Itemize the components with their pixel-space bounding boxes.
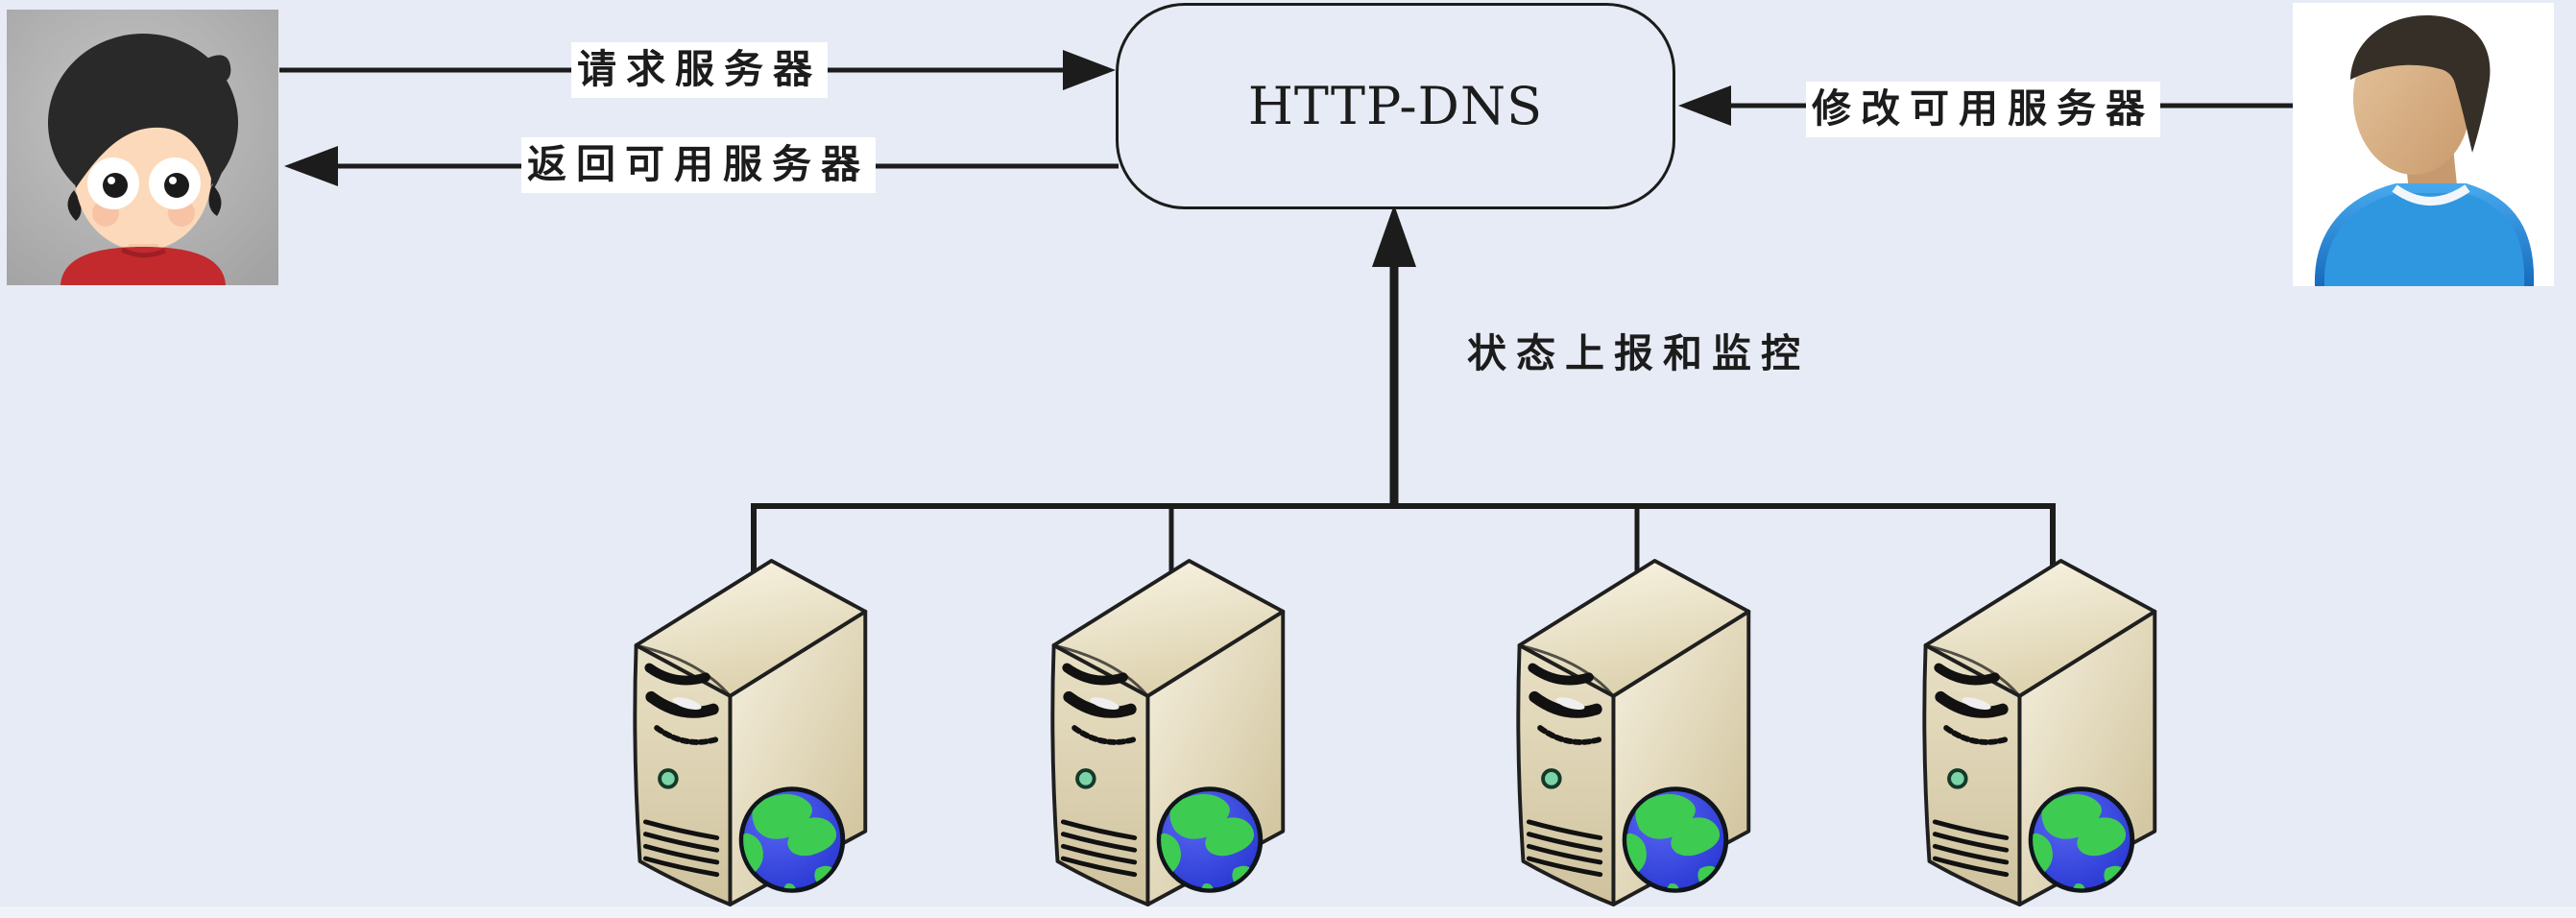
shirt-collar xyxy=(2392,184,2470,205)
server-node-1 xyxy=(619,553,877,910)
status-report-monitor-label: 状态上报和监控 xyxy=(1467,331,1810,375)
http-dns-node: HTTP-DNS xyxy=(1116,3,1675,209)
web-server-globe-icon xyxy=(1909,553,2166,910)
modify-available-server-label: 修改可用服务器 xyxy=(1806,82,2160,137)
eye-glint-right xyxy=(169,177,177,184)
admin-node xyxy=(2293,3,2554,286)
shirt-collar-shadow xyxy=(120,247,166,258)
hair xyxy=(2350,14,2491,154)
return-arrowhead-icon xyxy=(284,146,338,186)
request-server-label: 请求服务器 xyxy=(571,42,828,98)
http-dns-title: HTTP-DNS xyxy=(1247,76,1544,136)
hair-fringe xyxy=(71,60,227,188)
server-node-2 xyxy=(1037,553,1294,910)
server-bus-line xyxy=(751,503,2056,576)
bottom-strip xyxy=(0,906,2576,918)
hair-flick-right xyxy=(208,184,222,216)
web-server-globe-icon xyxy=(619,553,877,910)
user-node xyxy=(7,10,278,285)
request-arrowhead-icon xyxy=(1063,50,1116,90)
child-user-avatar-icon xyxy=(7,10,278,285)
server-node-4 xyxy=(1909,553,2166,910)
status-arrowhead-icon xyxy=(1372,205,1416,267)
web-server-globe-icon xyxy=(1503,553,1760,910)
shirt xyxy=(2319,188,2530,286)
modify-arrowhead-icon xyxy=(1678,85,1731,126)
pupil-left xyxy=(103,173,128,198)
hair-curl xyxy=(205,55,231,85)
eye-glint-left xyxy=(108,177,115,184)
admin-user-avatar-icon xyxy=(2293,3,2554,286)
return-available-server-label: 返回可用服务器 xyxy=(521,137,876,193)
pupil-right xyxy=(164,173,189,198)
web-server-globe-icon xyxy=(1037,553,1294,910)
shirt xyxy=(60,247,226,285)
server-node-3 xyxy=(1503,553,1760,910)
